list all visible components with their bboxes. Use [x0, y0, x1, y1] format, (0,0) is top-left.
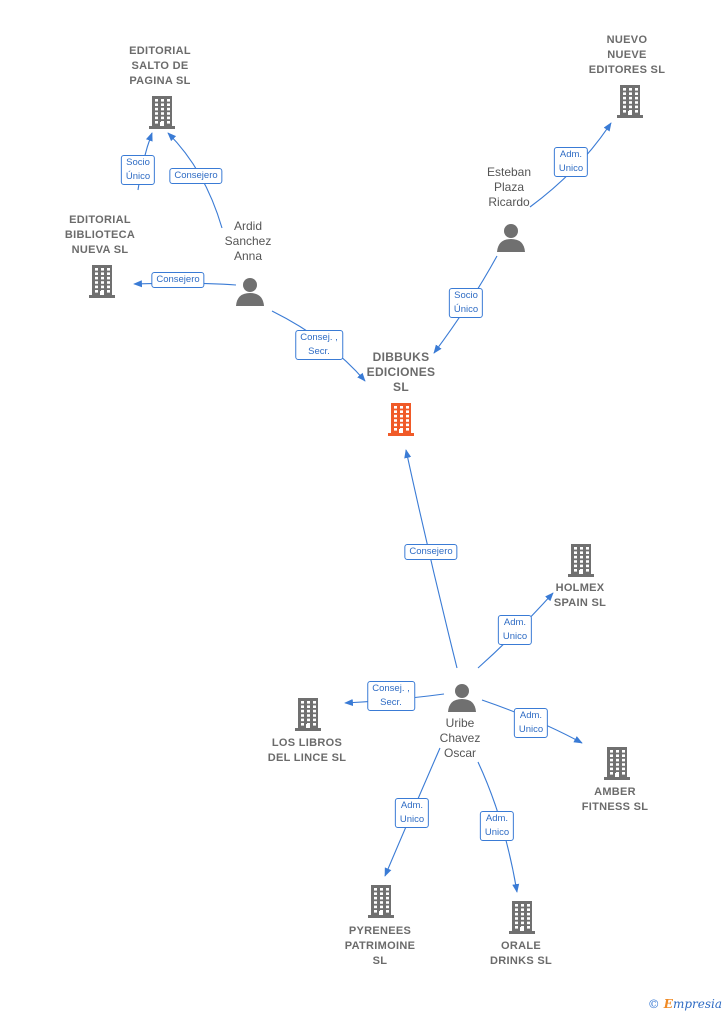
edge-label-ardid-to-dibbuks[interactable]: Consej. , Secr.	[295, 330, 343, 360]
node-label-line: Plaza	[493, 180, 525, 194]
brand-initial: E	[663, 997, 673, 1011]
node-label-line: HOLMEX	[555, 582, 605, 594]
node-label-line: Chavez	[439, 731, 481, 745]
edge-label-line: Unico	[518, 724, 544, 735]
edge-label-line: Consejero	[409, 546, 453, 557]
node-label-libros[interactable]: LOS LIBROS DEL LINCE SL	[268, 736, 347, 766]
edge-label-uribe-to-orale[interactable]: Adm. Unico	[479, 811, 515, 841]
main-building-icon-dibbuks[interactable]	[388, 402, 414, 441]
edge-label-ardid-to-biblioteca[interactable]: Consejero	[151, 272, 205, 288]
node-label-orale[interactable]: ORALE DRINKS SL	[490, 939, 552, 969]
node-label-line: Sanchez	[224, 234, 272, 248]
edge-label-esteban-to-nuevo[interactable]: Adm. Unico	[553, 147, 589, 177]
node-label-salto[interactable]: EDITORIAL SALTO DE PAGINA SL	[129, 44, 191, 89]
edge-label-line: Único	[453, 304, 479, 315]
edge-label-line: Socio	[454, 290, 478, 301]
empresia-watermark: ©Empresia	[648, 997, 722, 1011]
edge-label-uribe-to-amber[interactable]: Adm. Unico	[513, 708, 549, 738]
node-label-holmex[interactable]: HOLMEX SPAIN SL	[554, 581, 606, 611]
node-label-line: PATRIMOINE	[344, 940, 416, 952]
node-label-line: SL	[393, 380, 409, 394]
building-icon-amber[interactable]	[604, 746, 630, 785]
edge-label-uribe-to-dibbuks[interactable]: Consejero	[404, 544, 458, 560]
node-label-line: EDITORIAL	[129, 45, 191, 57]
edge-label-line: Adm.	[559, 149, 583, 160]
person-icon-esteban[interactable]	[496, 222, 526, 257]
node-label-line: FITNESS SL	[581, 801, 649, 813]
edge-label-line: Adm.	[503, 617, 527, 628]
node-label-amber[interactable]: AMBER FITNESS SL	[582, 785, 649, 815]
edge-label-line: Único	[125, 171, 151, 182]
node-label-line: Anna	[233, 249, 263, 263]
edge-label-uribe-to-holmex[interactable]: Adm. Unico	[497, 615, 533, 645]
edge-label-line: Secr.	[380, 697, 402, 708]
building-icon-salto[interactable]	[149, 95, 175, 134]
brand-name: mpresia	[672, 997, 722, 1011]
person-icon-ardid[interactable]	[235, 276, 265, 311]
node-label-line: EDICIONES	[366, 365, 436, 379]
building-icon-orale[interactable]	[509, 900, 535, 939]
node-label-line: NUEVE	[607, 49, 647, 61]
edge-label-line: Unico	[484, 827, 510, 838]
edge-label-line: Consejero	[156, 274, 200, 285]
edge-label-line: Adm.	[485, 813, 509, 824]
edge-label-line: Unico	[502, 631, 528, 642]
node-label-line: Esteban	[486, 165, 532, 179]
node-label-line: SPAIN SL	[553, 597, 607, 609]
node-label-line: NUEVA SL	[71, 244, 129, 256]
node-label-biblioteca[interactable]: EDITORIAL BIBLIOTECA NUEVA SL	[65, 213, 135, 258]
node-label-line: NUEVO	[606, 34, 648, 46]
node-label-line: LOS LIBROS	[271, 737, 343, 749]
node-label-line: SL	[372, 955, 388, 967]
node-label-line: EDITORES SL	[588, 64, 666, 76]
node-label-line: DEL LINCE SL	[267, 752, 347, 764]
building-icon-holmex[interactable]	[568, 543, 594, 582]
node-label-line: PAGINA SL	[129, 75, 191, 87]
edge-label-ardid-to-salto[interactable]: Consejero	[169, 168, 223, 184]
edge-label-uribe-to-pyrenees[interactable]: Adm. Unico	[394, 798, 430, 828]
edge-label-line: Consej. ,	[300, 332, 338, 343]
copyright-symbol: ©	[647, 997, 660, 1011]
building-icon-libros[interactable]	[295, 697, 321, 736]
edge-label-line: Unico	[558, 163, 584, 174]
edge-label-line: Unico	[399, 814, 425, 825]
edge-label-line: Adm.	[519, 710, 543, 721]
building-icon-pyrenees[interactable]	[368, 884, 394, 923]
node-label-line: DIBBUKS	[372, 350, 430, 364]
node-label-line: DRINKS SL	[490, 955, 552, 967]
node-label-line: Ardid	[233, 219, 263, 233]
node-label-nuevo[interactable]: NUEVO NUEVE EDITORES SL	[589, 33, 665, 78]
edge-label-line: Socio	[126, 157, 150, 168]
edge-label-line: Consej. ,	[372, 683, 410, 694]
edge-label-line: Consejero	[174, 170, 218, 181]
node-label-pyrenees[interactable]: PYRENEES PATRIMOINE SL	[345, 924, 415, 969]
edge-label-uribe-to-libros[interactable]: Consej. , Secr.	[367, 681, 415, 711]
building-icon-biblioteca[interactable]	[89, 264, 115, 303]
node-label-line: EDITORIAL	[69, 214, 131, 226]
node-label-line: Uribe	[445, 716, 475, 730]
node-label-line: SALTO DE	[131, 60, 189, 72]
node-label-line: Oscar	[443, 746, 476, 760]
node-label-line: AMBER	[594, 786, 636, 798]
edge-label-line: Secr.	[308, 346, 330, 357]
node-label-line: Ricardo	[488, 195, 530, 209]
node-label-line: PYRENEES	[348, 925, 412, 937]
edge-label-line: Adm.	[400, 800, 424, 811]
person-icon-uribe[interactable]	[447, 682, 477, 717]
node-label-line: ORALE	[500, 940, 541, 952]
node-label-line: BIBLIOTECA	[64, 229, 136, 241]
building-icon-nuevo[interactable]	[617, 84, 643, 123]
